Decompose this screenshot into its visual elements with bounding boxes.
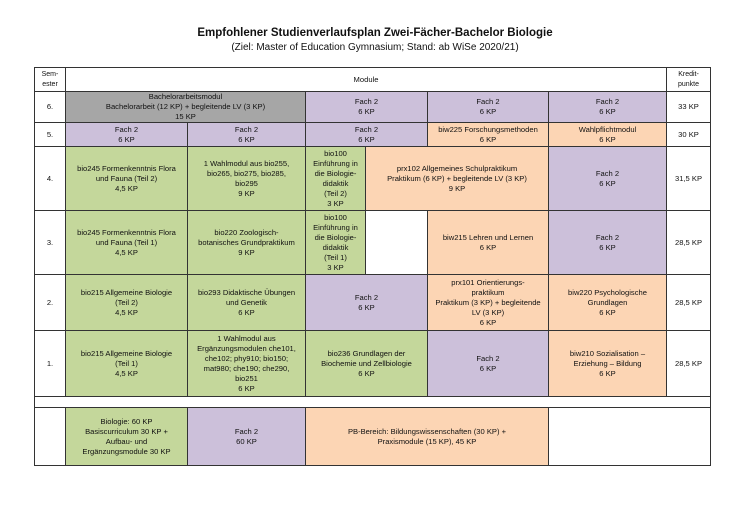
module-cell: Fach 2 6 KP [548,91,667,123]
summary-biologie: Biologie: 60 KP Basiscurriculum 30 KP + … [65,407,188,466]
credits-value: 30 KP [666,122,711,147]
semester-row-6: 6. Bachelorarbeitsmodul Bachelorarbeit (… [34,91,711,123]
semester-row-5: 5. Fach 2 6 KP Fach 2 6 KP Fach 2 6 KP b… [34,122,711,147]
module-cell: Fach 2 6 KP [548,146,667,211]
summary-pb: PB-Bereich: Bildungswissenschaften (30 K… [305,407,549,466]
module-cell: bio245 Formenkenntnis Flora und Fauna (T… [65,210,188,275]
module-cell: Fach 2 6 KP [305,122,428,147]
module-cell: bio245 Formenkenntnis Flora und Fauna (T… [65,146,188,211]
module-cell: Fach 2 6 KP [548,210,667,275]
credits-value: 33 KP [666,91,711,123]
module-cell: Bachelorarbeitsmodul Bachelorarbeit (12 … [65,91,306,123]
empty-cell [548,407,711,466]
page-title: Empfohlener Studienverlaufsplan Zwei-Fäc… [197,27,553,39]
module-cell: Fach 2 6 KP [427,330,549,397]
module-header: Module [65,67,667,92]
module-cell: bio220 Zoologisch- botanisches Grundprak… [187,210,306,275]
semester-label: 5. [34,122,66,147]
module-cell: Fach 2 6 KP [187,122,306,147]
credits-value: 28,5 KP [666,274,711,331]
summary-row: Biologie: 60 KP Basiscurriculum 30 KP + … [34,407,711,466]
module-cell: Fach 2 6 KP [305,274,428,331]
module-cell: biw210 Sozialisation – Erziehung – Bildu… [548,330,667,397]
module-cell: Fach 2 6 KP [427,91,549,123]
credits-value: 31,5 KP [666,146,711,211]
spacer-cell [34,396,711,408]
module-cell: bio215 Allgemeine Biologie (Teil 2) 4,5 … [65,274,188,331]
semester-row-3: 3. bio245 Formenkenntnis Flora und Fauna… [34,210,711,275]
module-cell: biw220 Psychologische Grundlagen 6 KP [548,274,667,331]
semester-label: 1. [34,330,66,397]
study-plan-table: Sem- ester Module Kredit- punkte 6. Bach… [34,67,711,466]
module-cell: 1 Wahlmodul aus bio255, bio265, bio275, … [187,146,306,211]
module-cell: bio100 Einführung in die Biologie- didak… [305,146,366,211]
semester-label: 2. [34,274,66,331]
credits-header: Kredit- punkte [666,67,711,92]
semester-row-2: 2. bio215 Allgemeine Biologie (Teil 2) 4… [34,274,711,331]
module-cell: Fach 2 6 KP [65,122,188,147]
module-cell: 1 Wahlmodul aus Ergänzungsmodulen che101… [187,330,306,397]
spacer-row [34,396,711,408]
module-cell: bio215 Allgemeine Biologie (Teil 1) 4,5 … [65,330,188,397]
module-cell: biw225 Forschungsmethoden 6 KP [427,122,549,147]
semester-label: 4. [34,146,66,211]
header-row: Sem- ester Module Kredit- punkte [34,67,711,92]
empty-cell [365,210,428,275]
module-cell: biw215 Lehren und Lernen 6 KP [427,210,549,275]
semester-row-1: 1. bio215 Allgemeine Biologie (Teil 1) 4… [34,330,711,397]
empty-cell [34,407,66,466]
summary-fach2: Fach 2 60 KP [187,407,306,466]
credits-value: 28,5 KP [666,330,711,397]
module-cell: bio100 Einführung in die Biologie- didak… [305,210,366,275]
module-cell: Wahlpflichtmodul 6 KP [548,122,667,147]
module-cell: bio236 Grundlagen der Biochemie und Zell… [305,330,428,397]
page-subtitle: (Ziel: Master of Education Gymnasium; St… [231,42,519,53]
module-cell: Fach 2 6 KP [305,91,428,123]
semester-header: Sem- ester [34,67,66,92]
credits-value: 28,5 KP [666,210,711,275]
semester-label: 6. [34,91,66,123]
module-cell: prx102 Allgemeines Schulpraktikum Prakti… [365,146,549,211]
semester-label: 3. [34,210,66,275]
module-cell: prx101 Orientierungs- praktikum Praktiku… [427,274,549,331]
semester-row-4: 4. bio245 Formenkenntnis Flora und Fauna… [34,146,711,211]
module-cell: bio293 Didaktische Übungen und Genetik 6… [187,274,306,331]
